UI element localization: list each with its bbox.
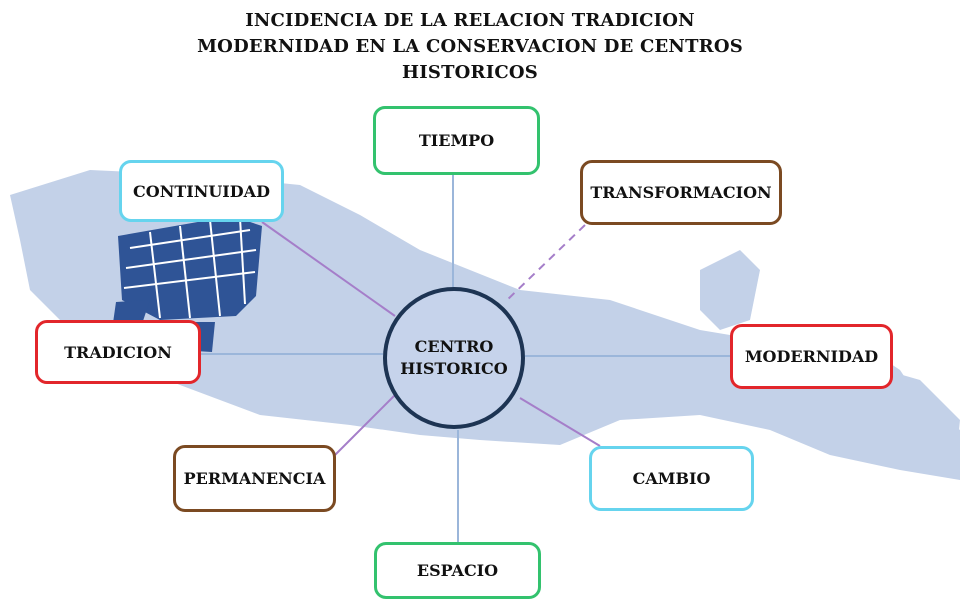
node-modernidad: MODERNIDAD [730,324,893,389]
title-line-3: HISTORICOS [402,62,538,83]
node-transformacion: TRANSFORMACION [580,160,782,225]
connector-continuidad [261,221,396,317]
center-line-1: CENTRO [414,337,494,356]
connector-permanencia [334,394,396,456]
node-espacio: ESPACIO [374,542,541,599]
node-cambio: CAMBIO [589,446,754,511]
title-line-1: INCIDENCIA DE LA RELACION TRADICION [245,10,695,31]
center-historico-circle: CENTRO HISTORICO [383,287,525,429]
connector-transformacion [504,224,586,303]
node-cambio-label: CAMBIO [632,469,711,488]
node-modernidad-label: MODERNIDAD [744,347,879,366]
node-continuidad-label: CONTINUIDAD [133,181,270,201]
connector-cambio [519,397,601,447]
node-continuidad: CONTINUIDAD [119,160,284,222]
street-grid [123,217,257,319]
diagram-title: INCIDENCIA DE LA RELACION TRADICION MODE… [170,8,770,86]
node-tradicion: TRADICION [35,320,201,384]
center-line-2: HISTORICO [400,359,508,378]
node-permanencia: PERMANENCIA [173,445,336,512]
node-espacio-label: ESPACIO [416,561,499,580]
node-tradicion-label: TRADICION [64,342,172,362]
node-transformacion-label: TRANSFORMACION [590,183,772,202]
connector-lines [200,175,730,542]
node-permanencia-label: PERMANENCIA [183,469,326,488]
node-tiempo: TIEMPO [373,106,540,175]
title-line-2: MODERNIDAD EN LA CONSERVACION DE CENTROS [197,36,743,57]
node-tiempo-label: TIEMPO [418,131,495,150]
